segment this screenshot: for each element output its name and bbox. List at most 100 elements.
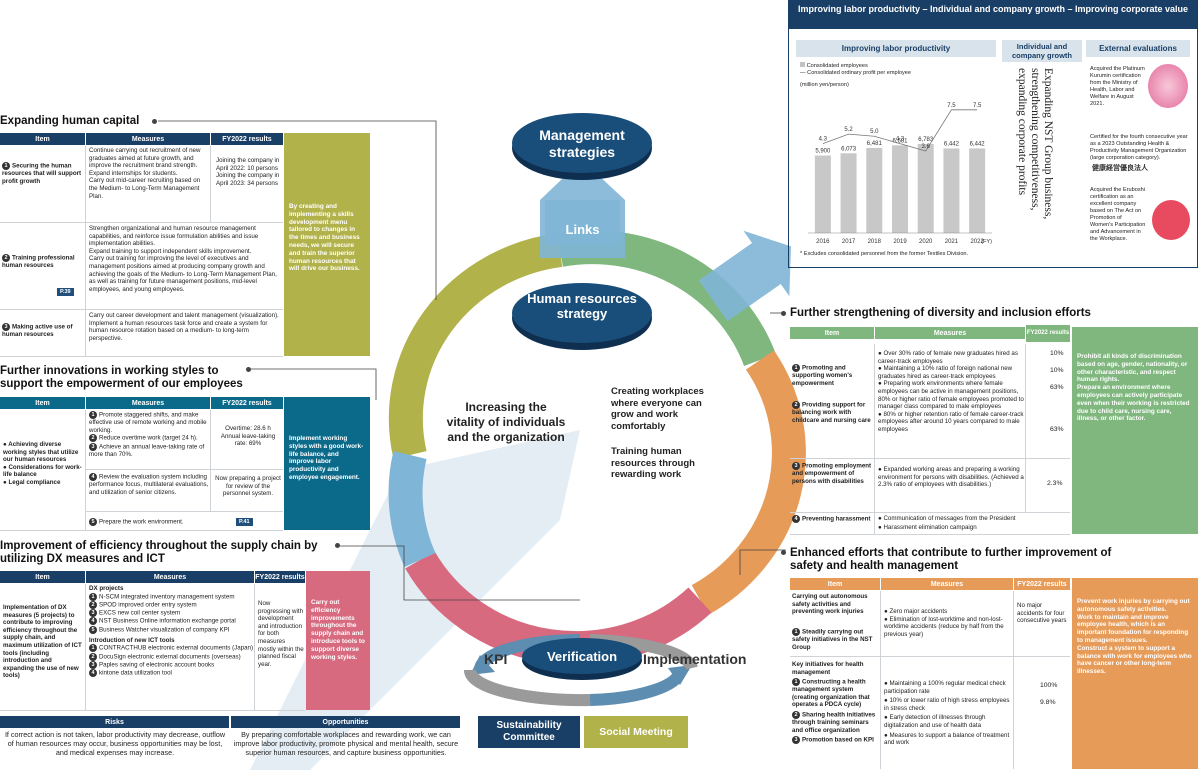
dx-h-measures: Measures (86, 571, 254, 583)
work-side: Implement working styles with a good wor… (284, 397, 370, 530)
opps-text: By preparing comfortable workplaces and … (233, 730, 459, 757)
eval-3: Acquired the Eruboshi certification as a… (1090, 187, 1146, 242)
bar-2017 (840, 153, 857, 233)
div-val-3: 63% (1050, 384, 1064, 391)
risks-title: Risks (0, 716, 229, 728)
eval-2: Certified for the fourth consecutive yea… (1090, 134, 1188, 161)
capital-ref-p39[interactable]: P.39 (57, 288, 74, 296)
bar-2020 (917, 143, 934, 233)
eruboshi-logo (1152, 200, 1190, 240)
line-label-2016: 4.3 (819, 137, 828, 143)
kurumin-logo (1148, 64, 1188, 108)
dx-projects-head: DX projects (89, 585, 124, 592)
line-label-2021: 7.5 (947, 103, 956, 109)
safety-h-measures: Measures (881, 578, 1013, 590)
capital-dot (152, 119, 157, 124)
capital-h-measures: Measures (86, 133, 210, 145)
tick-2021: 2021 (945, 239, 959, 245)
safety-side: Prevent work injuries by carrying out au… (1072, 578, 1198, 769)
div-measure-7: ● Harassment elimination campaign (878, 524, 977, 531)
dx-h-results: FY2022 results (255, 571, 305, 583)
tick-2022: 2022 (970, 239, 984, 245)
line-label-2022: 7.5 (973, 103, 982, 109)
safety-b-measure-4: ● Measures to support a balance of treat… (884, 731, 1010, 747)
diversity-dot (781, 311, 786, 316)
eval-1: Acquired the Platinum Kurumin certificat… (1090, 66, 1145, 107)
tick-2016: 2016 (816, 239, 830, 245)
diversity-title: Further strengthening of diversity and i… (790, 307, 1091, 319)
work-ref-p41[interactable]: P.41 (236, 518, 253, 526)
bar-2016 (814, 155, 831, 233)
safety-b-measures: ● Maintaining a 100% regular medical che… (884, 680, 1012, 747)
div-h-measures: Measures (875, 327, 1025, 339)
dx-item: Implementation of DX measures (5 project… (3, 604, 82, 680)
div-measure-1: ● Over 30% ratio of female new graduates… (878, 350, 1018, 365)
work-item-3: ● Legal compliance (3, 478, 61, 486)
work-h-results: FY2022 results (211, 397, 283, 409)
tick-2017: 2017 (842, 239, 856, 245)
div-h-item: Item (790, 327, 874, 339)
creating-text: Creating workplaces where everyone can g… (611, 386, 704, 432)
capital-title: Expanding human capital (0, 115, 140, 127)
div-measures: ● Over 30% ratio of female new graduates… (878, 350, 1024, 434)
labor-vertical-text: Expanding NST Group business, strengthen… (1016, 68, 1054, 220)
bar-2019 (892, 145, 908, 233)
bar-label-2022: 6,442 (970, 141, 986, 147)
dx-title: Improvement of efficiency throughout the… (0, 540, 318, 565)
work-item-1: ● Achieving diverse working styles that … (3, 441, 79, 464)
tick-2018: 2018 (868, 239, 882, 245)
labor-chart: 5,90020166,07320176,48120186,68120196,78… (808, 103, 992, 245)
safety-a-measures: ● Zero major accidents ● Elimination of … (884, 608, 1012, 638)
safety-b-head: Key initiatives for health management (792, 661, 864, 676)
safety-a-result: No major accidents for four consecutive … (1017, 602, 1067, 625)
bar-label-2021: 6,442 (944, 141, 960, 147)
dx-result: Now progressing with development and int… (258, 600, 304, 668)
legend-bar: Consolidated employees (800, 62, 868, 70)
div-measure-5: ● Expanded working areas and preparing a… (878, 466, 1024, 489)
num-1: 1 (2, 162, 10, 170)
safety-b-val-2: 9.8% (1040, 699, 1056, 706)
bar-label-2019: 6,681 (892, 138, 908, 144)
div-val-1: 10% (1050, 350, 1064, 357)
safety-h-results: FY2022 results (1014, 578, 1070, 590)
work-result-2: Now preparing a project for review of th… (215, 475, 281, 498)
line-label-2020: 3.6 (922, 144, 931, 150)
legend-line: — Consolidated ordinary profit per emplo… (800, 70, 912, 76)
line-unit: (million yen/person) (800, 82, 849, 88)
hr-strategy-label: Human resources strategy (527, 291, 637, 321)
ring-segment-orange (691, 350, 806, 615)
links-label: Links (565, 222, 600, 237)
div-measure-4: ● 80% or higher retention ratio of femal… (878, 410, 1024, 433)
bar-label-2017: 6,073 (841, 146, 857, 152)
safety-h-item: Item (790, 578, 880, 590)
ict-head: Introduction of new ICT tools (89, 636, 175, 644)
capital-row2-measures: Strengthen organizational and human reso… (89, 225, 277, 293)
safety-a-measure-2: ● Elimination of lost-worktime and non-l… (884, 615, 1004, 638)
sustainability-committee: Sustainability Committee (478, 716, 580, 748)
labor-box (788, 0, 1198, 268)
work-h-measures: Measures (86, 397, 210, 409)
work-items: ● Achieving diverse working styles that … (3, 441, 83, 487)
social-meeting: Social Meeting (584, 716, 688, 748)
div-h-results: FY2022 results (1026, 325, 1070, 342)
training-text: Training human resources through rewardi… (611, 446, 695, 480)
div-val-4: 63% (1050, 426, 1064, 433)
